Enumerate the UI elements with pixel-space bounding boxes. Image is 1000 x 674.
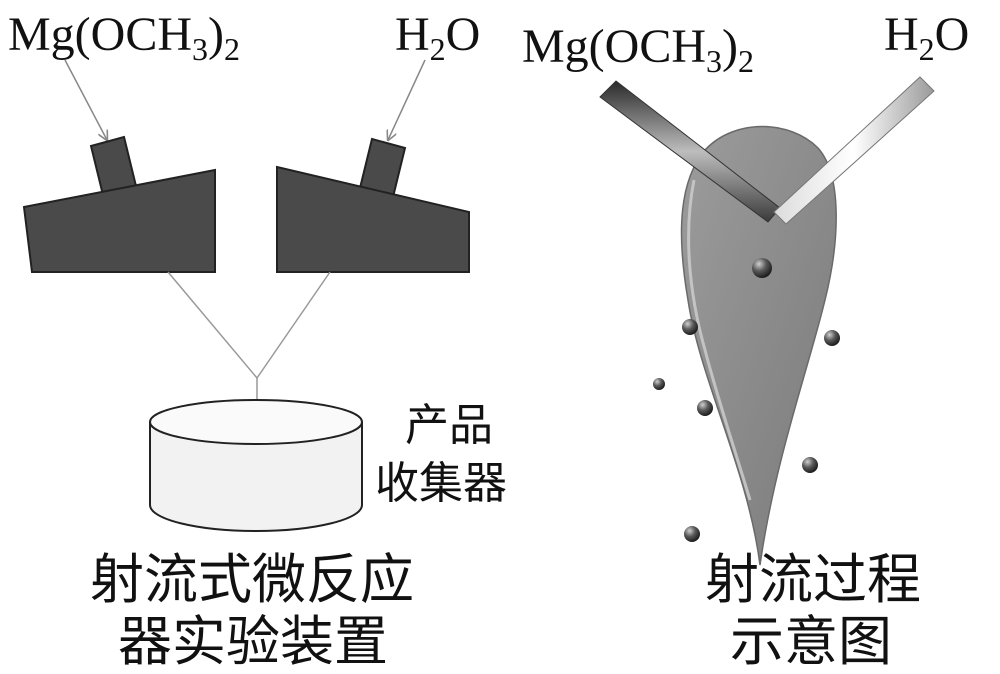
left-feed-arrow-b [388, 59, 426, 140]
droplet [802, 457, 818, 473]
left-caption-line2: 器实验装置 [118, 610, 388, 673]
left-reagent-a-label: Mg(OCH3)2 [8, 8, 240, 67]
droplet [824, 330, 840, 346]
left-caption-line1: 射流式微反应 [90, 548, 414, 611]
left-nozzle [22, 135, 216, 273]
droplet [752, 258, 772, 278]
right-reagent-a-label: Mg(OCH3)2 [522, 20, 754, 79]
droplet [684, 526, 700, 542]
left-feed-arrow-a [64, 59, 107, 140]
right-panel: Mg(OCH3)2 H2O 射流过程 示意图 [522, 8, 969, 673]
right-caption-line2: 示意图 [730, 610, 892, 673]
product-collector [149, 399, 363, 532]
right-reagent-b-label: H2O [884, 8, 969, 67]
right-caption-line1: 射流过程 [705, 548, 921, 611]
jet-liquid-sheet [680, 125, 837, 566]
droplet [682, 319, 698, 335]
jet-sheet-highlight [687, 179, 752, 501]
right-jet-line [256, 271, 331, 379]
left-jet-line [167, 271, 258, 379]
left-panel: Mg(OCH3)2 H2O 产品 收集器 射 [8, 8, 507, 673]
right-feed-tube [773, 76, 935, 225]
droplet [653, 378, 665, 390]
left-reagent-b-label: H2O [395, 8, 480, 67]
droplet [697, 400, 713, 416]
right-nozzle [276, 137, 470, 273]
droplets [653, 258, 840, 542]
collector-label-line2: 收集器 [375, 458, 507, 509]
collector-label-line1: 产品 [405, 400, 493, 451]
